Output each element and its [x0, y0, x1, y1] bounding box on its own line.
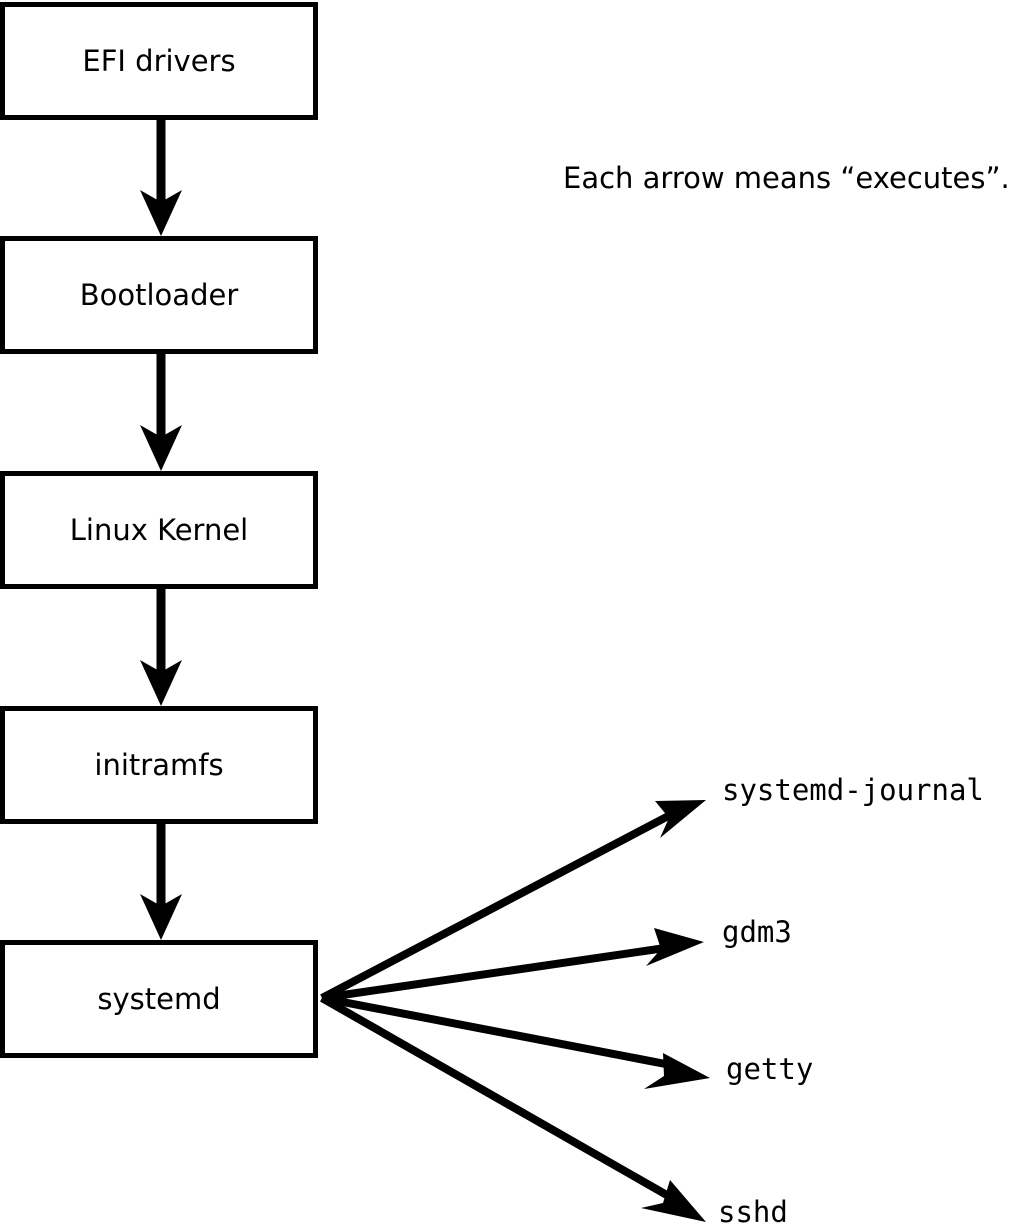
arrow-efi-to-bootloader — [140, 120, 182, 236]
node-label-linux-kernel: Linux Kernel — [69, 512, 249, 547]
arrow-initramfs-to-systemd — [140, 824, 182, 940]
arrow-systemd-to-gdm3 — [321, 928, 704, 1002]
leaf-label-sshd: sshd — [718, 1195, 788, 1229]
leaf-label-getty: getty — [726, 1052, 814, 1086]
legend-note: Each arrow means “executes”. — [563, 161, 1010, 195]
arrow-systemd-to-getty — [321, 994, 710, 1089]
arrow-systemd-to-systemd-journal — [320, 800, 706, 1002]
node-initramfs: initramfs — [0, 706, 318, 824]
node-label-systemd: systemd — [97, 981, 221, 1016]
leaf-label-systemd-journal: systemd-journal — [722, 773, 984, 807]
node-label-efi-drivers: EFI drivers — [82, 43, 236, 78]
node-bootloader: Bootloader — [0, 236, 318, 354]
node-systemd: systemd — [0, 940, 318, 1058]
arrow-systemd-to-sshd — [320, 994, 706, 1222]
node-label-bootloader: Bootloader — [79, 277, 239, 312]
node-linux-kernel: Linux Kernel — [0, 471, 318, 589]
leaf-label-gdm3: gdm3 — [722, 915, 792, 949]
arrow-kernel-to-initramfs — [140, 589, 182, 706]
node-label-initramfs: initramfs — [94, 747, 224, 782]
node-efi-drivers: EFI drivers — [0, 2, 318, 120]
arrow-bootloader-to-kernel — [140, 354, 182, 471]
